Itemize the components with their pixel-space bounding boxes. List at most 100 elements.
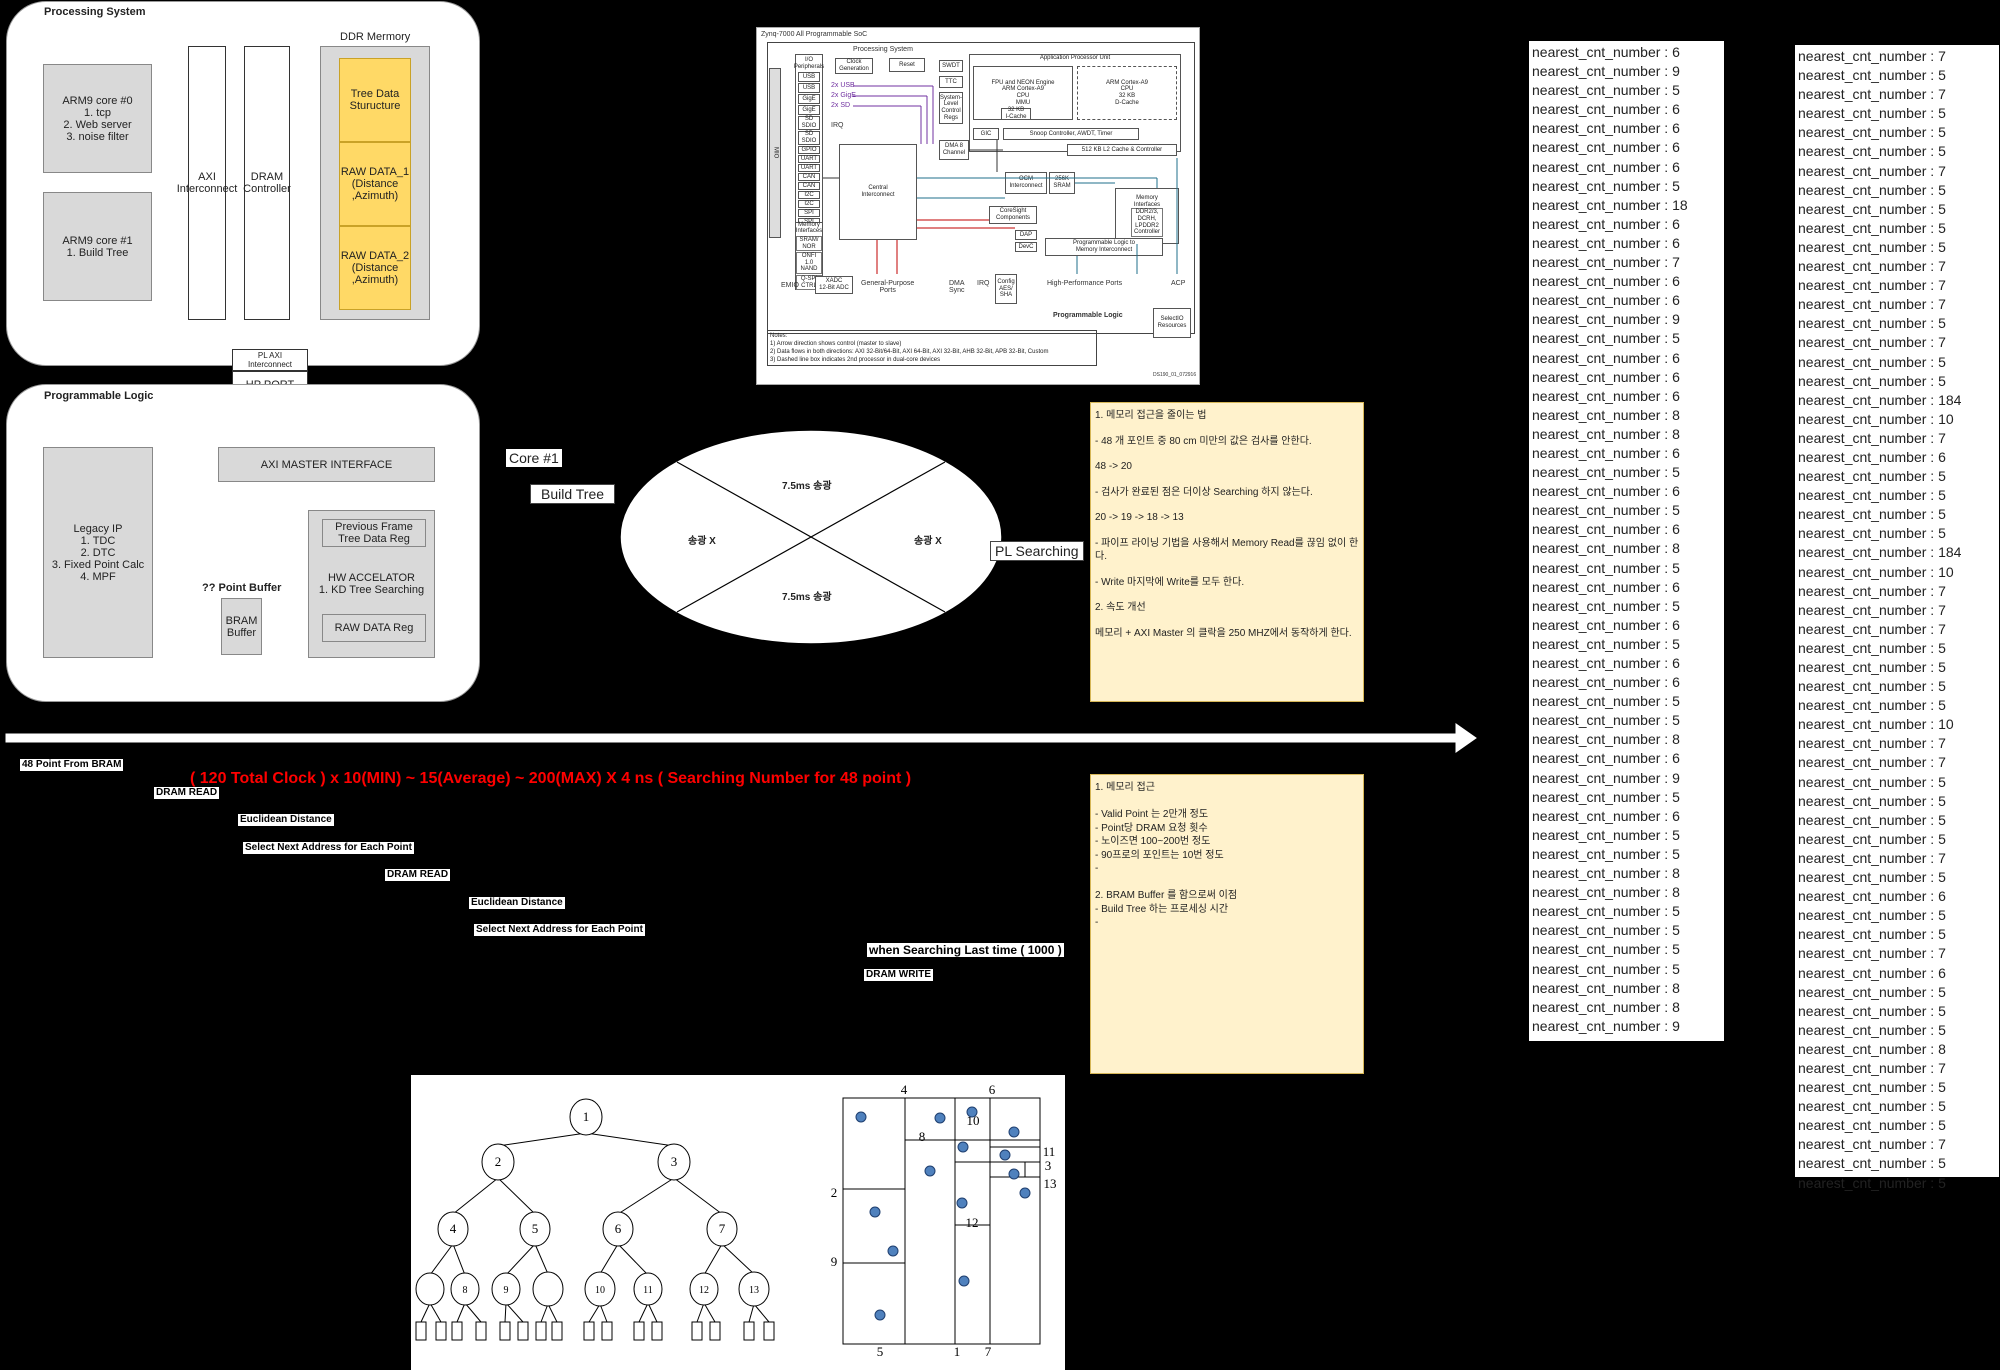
partition-point <box>999 1149 1011 1161</box>
tree-leaf <box>499 1321 511 1341</box>
tree-node <box>519 1211 551 1247</box>
list-item: nearest_cnt_number : 7 <box>1798 754 1946 771</box>
arm-core0-box[interactable]: ARM9 core #0 1. tcp 2. Web server 3. noi… <box>43 64 152 173</box>
tree-node-label: 2 <box>495 1154 502 1169</box>
list-item: nearest_cnt_number : 6 <box>1532 807 1680 824</box>
ellipse-left-label: 송광 X <box>688 536 716 547</box>
list-item: nearest_cnt_number : 5 <box>1798 659 1946 675</box>
tree-leaf <box>583 1321 595 1341</box>
list-item: nearest_cnt_number : 6 <box>1532 44 1680 60</box>
partition-label: 6 <box>989 1082 996 1097</box>
zynq-note3: 3) Dashed line box indicates 2nd process… <box>770 357 941 363</box>
zynq-emio: EMIO <box>781 282 799 289</box>
list-item: nearest_cnt_number : 5 <box>1798 219 1946 236</box>
list-item: nearest_cnt_number : 5 <box>1532 960 1680 977</box>
tree-edge <box>534 1243 549 1275</box>
nearest-count-list-2: nearest_cnt_number : 7 nearest_cnt_number… <box>1795 45 1999 1191</box>
zynq-ddr-ctrl: DDR2/3, DCRH, LPDDR2 Controller <box>1130 208 1163 237</box>
list-item: nearest_cnt_number : 5 <box>1798 238 1946 255</box>
tree-edge <box>617 1243 649 1276</box>
list-item: nearest_cnt_number : 5 <box>1798 1155 1946 1172</box>
tree-leaf <box>633 1321 645 1341</box>
zynq-dap: DAP <box>1015 230 1037 240</box>
partition-frame <box>842 1097 1041 1345</box>
list-item: nearest_cnt_number : 5 <box>1798 67 1946 84</box>
zynq-central-interconnect: Central Interconnect <box>839 144 917 240</box>
raw-data-reg[interactable]: RAW DATA Reg <box>322 614 426 642</box>
list-item: nearest_cnt_number : 5 <box>1532 903 1680 920</box>
list-item: nearest_cnt_number : 7 <box>1798 162 1946 179</box>
list-item: nearest_cnt_number : 5 <box>1798 830 1946 847</box>
tree-node-label: 8 <box>463 1285 468 1296</box>
dram-controller-box[interactable]: DRAM Controller <box>243 46 291 320</box>
tree-node <box>450 1272 480 1306</box>
timeline-arrow <box>5 723 1477 753</box>
tree-leaf <box>743 1321 755 1341</box>
raw-data1-block[interactable]: RAW DATA_1 (Distance ,Azimuth) <box>339 142 411 226</box>
note-line: 1. 메모리 접근을 줄이는 법 <box>1095 410 1207 421</box>
tree-node-label: 5 <box>532 1221 539 1236</box>
ddr-memory-title: DDR Mermory <box>340 31 411 43</box>
core1-label[interactable]: Core #1 <box>506 449 562 467</box>
tree-edge <box>429 1302 442 1323</box>
list-item: nearest_cnt_number : 7 <box>1798 48 1946 64</box>
legacy-ip-box[interactable]: Legacy IP 1. TDC 2. DTC 3. Fixed Point C… <box>43 447 153 658</box>
zynq-clock: Clock Generation <box>835 58 873 74</box>
list-item: nearest_cnt_number : 7 <box>1798 296 1946 313</box>
zynq-fpu-label: FPU and NEON Engine <box>991 79 1055 86</box>
note-line: - 파이프 라이닝 기법을 사용해서 Memory Read를 끊임 없이 한다… <box>1095 537 1359 563</box>
zynq-periph-item: CAN <box>798 173 820 181</box>
tree-edge <box>703 1302 716 1323</box>
axi-master-interface-box[interactable]: AXI MASTER INTERFACE <box>218 447 435 482</box>
list-item: nearest_cnt_number : 6 <box>1532 120 1680 137</box>
zynq-memif-big-label: Memory Interfaces <box>1133 195 1161 208</box>
partition-point <box>874 1309 886 1321</box>
partition-point <box>958 1275 970 1287</box>
zynq-title: Zynq-7000 All Programmable SoC <box>761 31 868 38</box>
list-item: nearest_cnt_number : 5 <box>1798 143 1946 160</box>
tree-node <box>437 1211 469 1247</box>
axi-interconnect-box[interactable]: AXI Interconnect <box>177 46 237 320</box>
previous-frame-reg[interactable]: Previous Frame Tree Data Reg <box>322 519 426 547</box>
tree-leaf <box>691 1321 703 1341</box>
pl-axi-interconnect-box[interactable]: PL AXI Interconnect <box>232 349 308 371</box>
list-item: nearest_cnt_number : 7 <box>1798 277 1946 294</box>
arm-core1-box[interactable]: ARM9 core #1 1. Build Tree <box>43 192 152 301</box>
tree-node-label: 10 <box>595 1285 605 1296</box>
pl-searching-label[interactable]: PL Searching <box>990 541 1084 561</box>
raw-data2-block[interactable]: RAW DATA_2 (Distance ,Azimuth) <box>339 226 411 310</box>
note-line: - <box>1095 863 1099 874</box>
list-item: nearest_cnt_number : 5 <box>1532 559 1680 576</box>
list-item: nearest_cnt_number : 5 <box>1532 502 1680 519</box>
list-item: nearest_cnt_number : 6 <box>1532 521 1680 538</box>
zynq-apu-label: Application Processor Unit <box>1039 55 1111 61</box>
partition-label: 3 <box>1045 1158 1052 1173</box>
zynq-irq-bottom: IRQ <box>977 280 990 287</box>
tree-leaf <box>601 1321 613 1341</box>
zynq-periph-list: USB USB GigE GigE SD SDIO SD SDIO GPIO U… <box>798 72 820 227</box>
tree-edge <box>497 1177 536 1215</box>
build-tree-label[interactable]: Build Tree <box>530 484 616 504</box>
zynq-cpu1: ARM Cortex-A9 CPU 32 KB D-Cache <box>1077 66 1177 120</box>
tree-edge <box>505 1302 524 1323</box>
list-item: nearest_cnt_number : 6 <box>1798 888 1946 905</box>
partition-label: 7 <box>985 1344 992 1359</box>
tree-edge <box>420 1302 431 1323</box>
memory-access-note: 1. 메모리 접근을 줄이는 법- 48 개 포인트 중 80 cm 미만의 값… <box>1090 402 1364 702</box>
list-item: nearest_cnt_number : 7 <box>1798 1136 1946 1153</box>
list-item: nearest_cnt_number : 5 <box>1798 506 1946 523</box>
tree-node <box>738 1271 770 1307</box>
zynq-code: DS190_01_072916 <box>1153 372 1197 378</box>
list-item: nearest_cnt_number : 7 <box>1798 1059 1946 1076</box>
list-item: nearest_cnt_number : 8 <box>1532 998 1680 1015</box>
note-line: - 90프로의 포인트는 10번 정도 <box>1095 849 1224 861</box>
tree-node <box>584 1271 616 1307</box>
list-item: nearest_cnt_number : 184 <box>1798 391 1962 408</box>
list-item: nearest_cnt_number : 5 <box>1798 1021 1946 1038</box>
note-line: 48 -> 20 <box>1095 461 1132 472</box>
tree-data-structure-block[interactable]: Tree Data Sturucture <box>339 58 411 142</box>
tree-edge <box>452 1243 466 1276</box>
bram-buffer-box[interactable]: BRAM Buffer <box>221 598 262 655</box>
zynq-selectio: SelectIO Resources <box>1153 308 1191 338</box>
